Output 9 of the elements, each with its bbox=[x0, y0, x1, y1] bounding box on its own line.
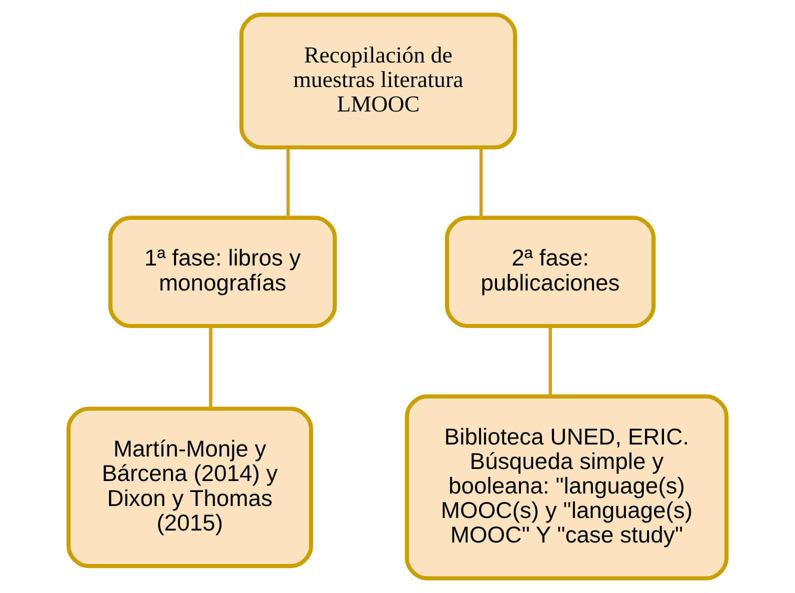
node-box: Biblioteca UNED, ERIC. Búsqueda simple y booleana: "language(s) MOOC(s) y "language(s) MOOC" Y "case study" bbox=[404, 394, 728, 580]
connector bbox=[286, 148, 290, 218]
connector bbox=[479, 148, 483, 218]
connector bbox=[209, 326, 212, 409]
node-box: Recopilación de muestras literatura LMOOC bbox=[239, 12, 518, 150]
node-box: 1ª fase: libros y monografías bbox=[108, 216, 337, 328]
node-box: 2ª fase: publicaciones bbox=[445, 216, 656, 328]
connector bbox=[548, 326, 552, 396]
node-box: Martín-Monje y Bárcena (2014) y Dixon y Thomas (2015) bbox=[66, 406, 314, 568]
